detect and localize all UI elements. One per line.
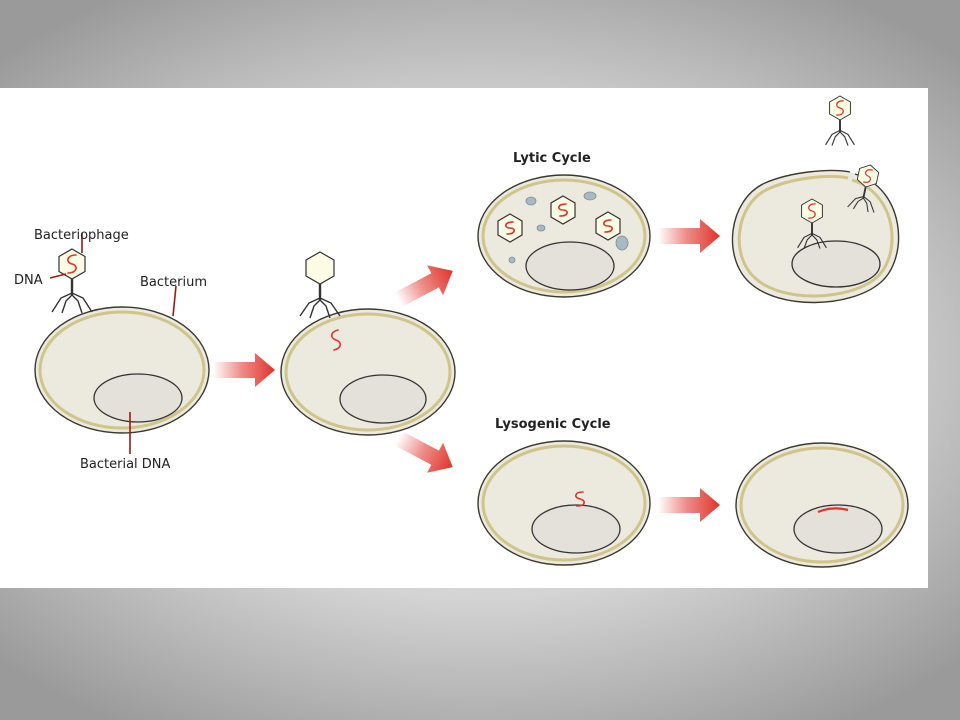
title-lysogenic-cycle: Lysogenic Cycle [495,417,611,432]
label-bacteriophage: Bacteriophage [34,228,129,243]
bacterium-prophage [735,442,909,568]
empty-phage-capsid [299,251,341,319]
released-phage [825,95,855,146]
bacterial-dna-nucleoid [93,373,183,423]
label-bacterium: Bacterium [140,275,207,290]
arrow-to-lysogenic [390,422,461,483]
phage-life-cycle-diagram: Bacteriophage DNA Bacterium Bacterial DN… [14,95,909,568]
arrow-to-lysis [658,219,720,253]
arrow-to-lytic [390,255,461,316]
phage-dna-approaching [575,491,585,507]
injected-phage-dna [330,329,342,351]
bacterium-lysogenic-integrating [477,440,651,566]
leader-bacterium [172,285,177,317]
bacterium-injected [280,308,456,436]
released-phage [847,164,880,213]
bacterium-initial [34,306,210,434]
arrow-to-prophage [658,488,720,522]
escaping-phage [797,198,827,249]
bacterium-lysis [731,169,900,304]
phage-component [583,191,597,201]
phage-component [508,256,516,264]
new-phage-head [595,211,621,241]
new-phage-head [550,195,576,225]
bacterium-lytic-replication [477,174,651,298]
phage-component [615,235,629,251]
label-dna: DNA [14,273,43,288]
integrated-prophage [817,507,849,514]
bacteriophage-attaching [51,248,93,314]
title-lytic-cycle: Lytic Cycle [513,151,591,166]
phage-component [525,196,537,206]
label-bacterial-dna: Bacterial DNA [80,457,171,472]
arrow-infection [213,353,275,387]
slide-content: Bacteriophage DNA Bacterium Bacterial DN… [0,88,928,588]
new-phage-head [497,213,523,243]
leader-dna [49,273,67,279]
phage-component [536,224,546,232]
